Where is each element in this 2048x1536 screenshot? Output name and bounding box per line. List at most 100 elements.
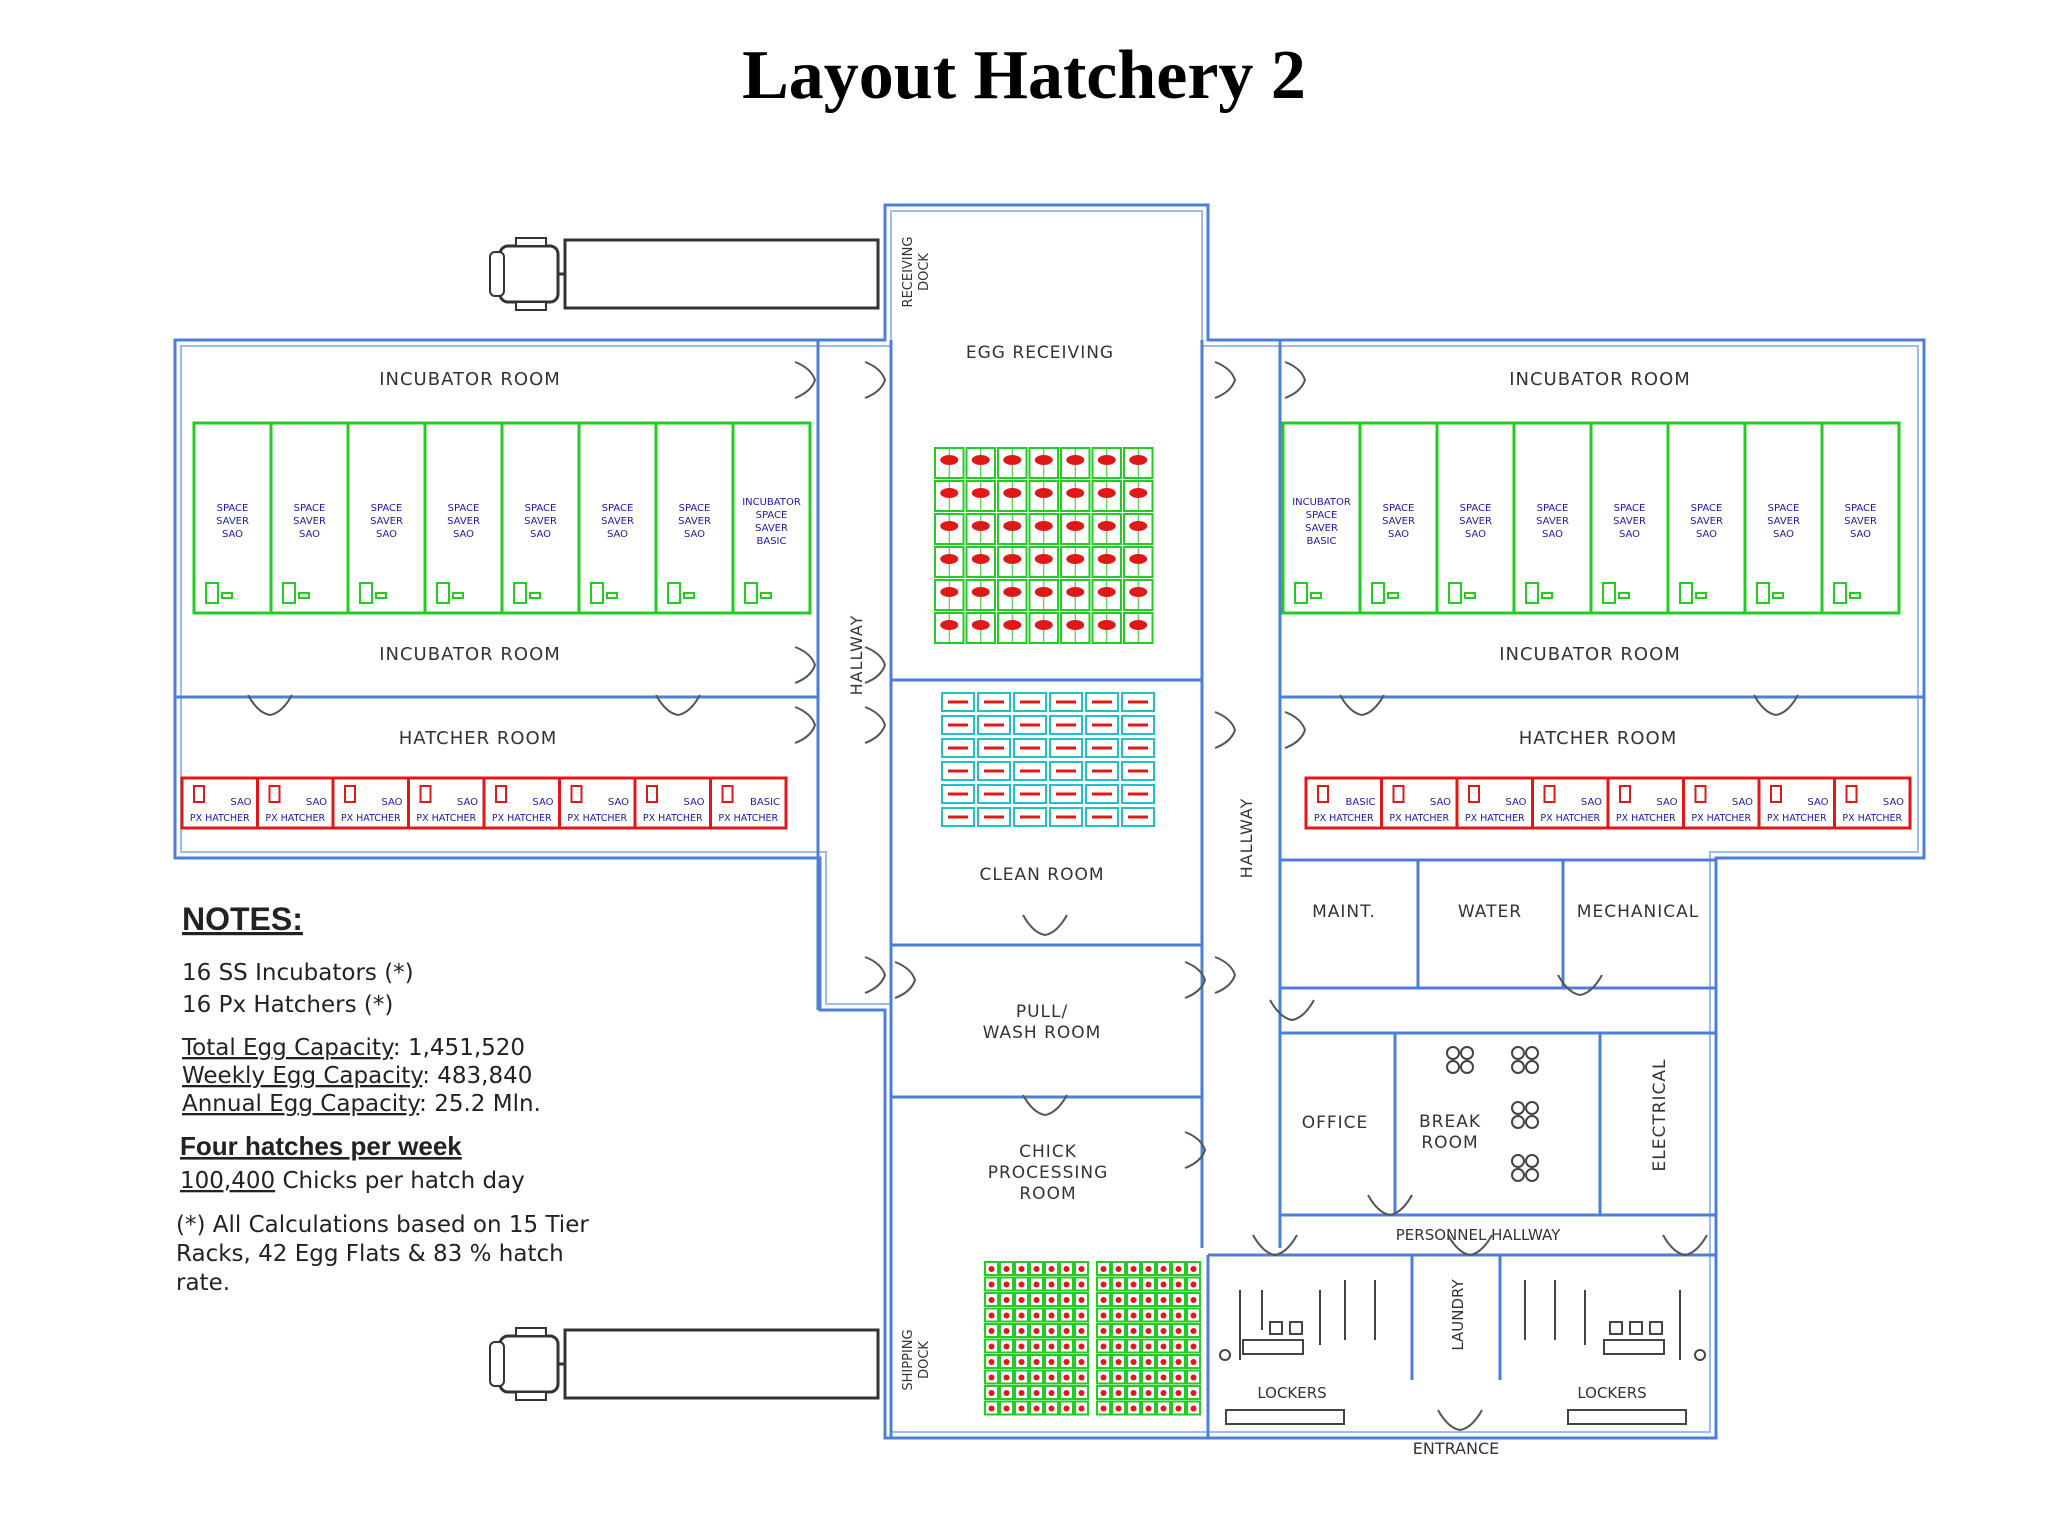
chick-crate [999,1369,1014,1385]
chick-crate [1044,1369,1059,1385]
chick-crate [1059,1385,1074,1400]
incubator-door [1448,582,1462,604]
egg-mark [1003,521,1022,531]
notes-footnote-2: Racks, 42 Egg Flats & 83 % hatch [176,1241,564,1267]
chick-crate [1141,1369,1156,1385]
chick-crate [999,1385,1014,1400]
egg-mark [1066,620,1085,630]
incubator-row-right: INCUBATORSPACESAVERBASICSPACESAVERSAOSPA… [1281,421,1901,615]
egg-rack [1028,447,1059,479]
table-icon [1511,1101,1539,1129]
hatcher-door [1770,785,1782,803]
egg-rack [1123,546,1154,578]
clean-rack [941,761,975,781]
incubator-door [1756,582,1770,604]
clean-rack [977,738,1011,758]
incubator-panel [683,592,695,599]
chick-crate [1141,1276,1156,1292]
chick-crate [1014,1338,1029,1354]
clean-rack [1085,738,1119,758]
page-title: Layout Hatchery 2 [742,37,1306,114]
door-swing [794,361,817,399]
egg-mark [940,620,959,630]
egg-mark [1066,488,1085,498]
chick-crate [1156,1292,1171,1307]
door-swing [1367,1194,1413,1217]
chick-crate [1186,1354,1201,1369]
incubator-label-line: SAO [1465,529,1486,540]
egg-mark [1034,488,1053,498]
incubator-label-line: SAO [607,529,628,540]
incubator-label-line: SPACE [1691,503,1723,514]
clean-rack [941,692,975,712]
egg-mark [1003,554,1022,564]
clean-rack [1121,715,1155,735]
incubator-room-label-right-top: INCUBATOR ROOM [1509,369,1691,390]
door-swing [1557,974,1603,997]
incubator-panel [1464,592,1476,599]
chick-crate [984,1400,999,1416]
egg-mark [1097,554,1116,564]
hatcher-tag: SAO [1656,797,1677,808]
break-room-label: BREAK ROOM [1419,1112,1481,1153]
clean-rack [1013,738,1047,758]
mechanical-label: MECHANICAL [1577,902,1699,922]
chick-crate [1059,1276,1074,1292]
chick-crate [1126,1369,1141,1385]
chick-crate [1014,1292,1029,1307]
incubator-label-line: SPACE [602,503,634,514]
incubator-label-line: INCUBATOR [742,497,801,508]
chick-crate [1141,1323,1156,1338]
egg-rack [965,546,996,578]
chick-crate [984,1276,999,1292]
chick-crate [984,1338,999,1354]
chick-crate [1171,1276,1186,1292]
svg-text:PULL/: PULL/ [1016,1002,1068,1022]
svg-text:SHIPPING: SHIPPING [901,1329,916,1390]
chick-crate [1059,1292,1074,1307]
chick-crate [984,1292,999,1307]
egg-rack [1060,480,1091,512]
incubator-panel [221,592,233,599]
incubator-door [1602,582,1616,604]
chick-crate [1014,1400,1029,1416]
incubator-label-line: SAO [453,529,474,540]
incubator-label-line: SAVER [1459,516,1492,527]
incubator-door [744,582,758,604]
egg-mark [940,455,959,465]
hatcher-label: PX HATCHER [567,813,627,824]
notes-chicks-per-day: 100,400 Chicks per hatch day [180,1168,525,1194]
chick-crate [1111,1338,1126,1354]
egg-rack [1028,579,1059,611]
chick-crate [1096,1385,1111,1400]
egg-mark [1097,488,1116,498]
incubator-door [282,582,296,604]
chick-crate [1014,1369,1029,1385]
svg-text:BREAK: BREAK [1419,1112,1481,1132]
chick-crate [999,1354,1014,1369]
incubator-label-line: SAVER [1382,516,1415,527]
clean-rack [1085,715,1119,735]
egg-mark [971,587,990,597]
egg-mark [940,521,959,531]
door-swing [1214,956,1237,994]
incubator-label-line: SPACE [1768,503,1800,514]
chick-crate [1044,1276,1059,1292]
chick-crate [1059,1354,1074,1369]
notes-annual-capacity: Annual Egg Capacity: 25.2 Mln. [182,1091,541,1117]
hatcher-tag: SAO [683,797,704,808]
door-swing [1662,1234,1708,1257]
incubator-label-line: SPACE [756,510,788,521]
